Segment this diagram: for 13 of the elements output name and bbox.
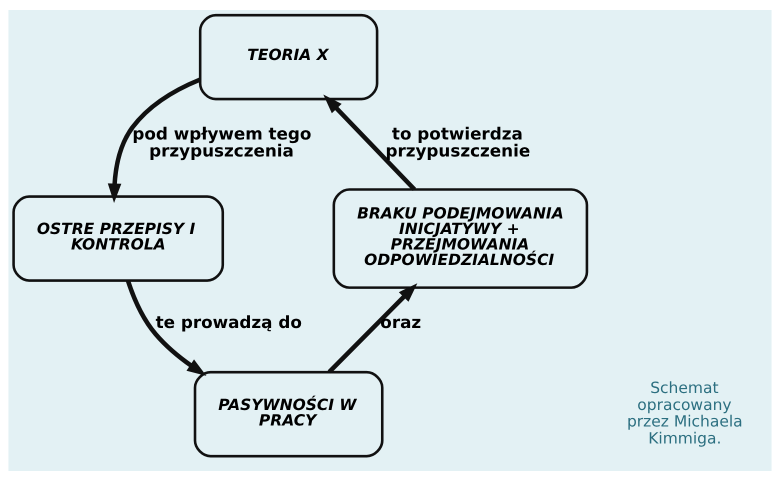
arrow <box>108 77 202 202</box>
edge-label: oraz <box>380 312 422 332</box>
arrow <box>328 282 418 374</box>
node-box: PASYWNOŚCI W PRACY <box>194 370 384 457</box>
node-box: TEORIA X <box>198 13 378 100</box>
node-box: BRAKU PODEJMOWANIA INICJATYWY + PRZEJMOWANIA ODPOWIEDZIALNOŚCI <box>332 188 588 288</box>
label: Schemat opracowany przez Michaela Kimmiga. <box>626 378 743 447</box>
edge-label: pod wpływem tego przypuszczenia <box>132 123 312 160</box>
edge-label: te prowadzą do <box>156 312 302 332</box>
edge-label: to potwierdza przypuszczenie <box>385 123 530 160</box>
arrow <box>323 94 416 191</box>
arrow <box>126 279 206 376</box>
node-box: OSTRE PRZEPISY I KONTROLA <box>12 194 224 282</box>
